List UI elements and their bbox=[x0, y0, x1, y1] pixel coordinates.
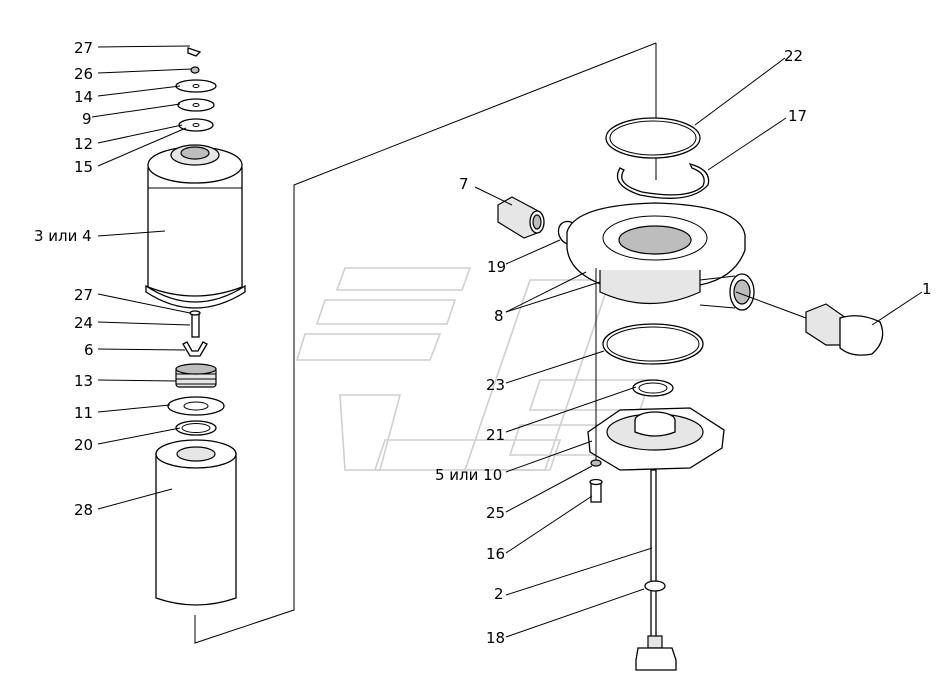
label-14: 14 bbox=[74, 88, 93, 106]
part-5-cover bbox=[587, 407, 725, 471]
label-7: 7 bbox=[459, 175, 469, 193]
label-20: 20 bbox=[74, 436, 93, 454]
part-25-washer bbox=[590, 459, 602, 467]
label-21: 21 bbox=[486, 426, 505, 444]
part-1-cap bbox=[805, 303, 884, 356]
label-8: 8 bbox=[494, 307, 504, 325]
label-9: 9 bbox=[82, 110, 92, 128]
label-15: 15 bbox=[74, 158, 93, 176]
label-12: 12 bbox=[74, 135, 93, 153]
part-2-stem bbox=[650, 469, 657, 639]
label-5-or-10: 5 или 10 bbox=[435, 466, 502, 484]
label-17: 17 bbox=[788, 107, 807, 125]
label-18: 18 bbox=[486, 629, 505, 647]
label-24: 24 bbox=[74, 314, 93, 332]
label-13: 13 bbox=[74, 372, 93, 390]
part-12-disk bbox=[178, 118, 214, 132]
part-17-retaining-ring bbox=[616, 162, 710, 199]
part-13-spring bbox=[175, 363, 217, 388]
part-22-oring bbox=[605, 117, 701, 159]
label-27-mid: 27 bbox=[74, 286, 93, 304]
label-11: 11 bbox=[74, 404, 93, 422]
part-9-washer bbox=[177, 98, 215, 112]
part-3-filter-housing bbox=[145, 144, 246, 309]
part-labels: 27 26 14 9 12 15 3 или 4 27 24 6 13 11 2… bbox=[34, 39, 932, 647]
part-8-body bbox=[566, 202, 755, 311]
left-filter-assembly bbox=[145, 47, 246, 606]
label-28: 28 bbox=[74, 501, 93, 519]
part-24-bolt bbox=[191, 312, 200, 338]
part-plug-bottom bbox=[635, 635, 677, 671]
label-27-top: 27 bbox=[74, 39, 93, 57]
leader-lines bbox=[91, 45, 923, 638]
label-1: 1 bbox=[922, 280, 932, 298]
part-27-clip bbox=[187, 47, 202, 57]
part-26-nut bbox=[190, 66, 200, 74]
part-23-oring bbox=[602, 323, 704, 365]
label-3-or-4: 3 или 4 bbox=[34, 227, 92, 245]
part-14-washer bbox=[175, 79, 217, 93]
label-22: 22 bbox=[784, 47, 803, 65]
section-frame bbox=[194, 42, 657, 644]
label-2: 2 bbox=[494, 585, 504, 603]
right-valve-assembly bbox=[497, 117, 884, 671]
part-28-cartridge bbox=[155, 439, 237, 606]
part-18-oring bbox=[644, 580, 666, 592]
label-19: 19 bbox=[487, 258, 506, 276]
part-11-washer bbox=[167, 396, 225, 416]
label-6: 6 bbox=[84, 341, 94, 359]
label-26: 26 bbox=[74, 65, 93, 83]
label-23: 23 bbox=[486, 376, 505, 394]
part-6-clip bbox=[182, 341, 208, 357]
label-25: 25 bbox=[486, 504, 505, 522]
part-7-fitting bbox=[497, 196, 545, 239]
label-16: 16 bbox=[486, 545, 505, 563]
